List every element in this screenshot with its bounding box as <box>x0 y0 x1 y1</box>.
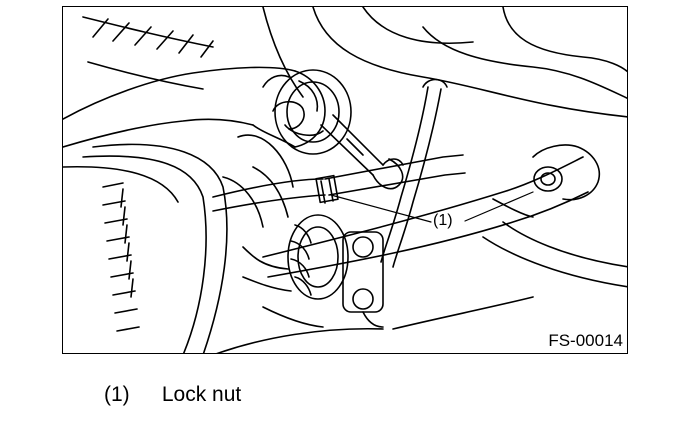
legend-item-lock-nut: (1) Lock nut <box>104 384 241 405</box>
lower-control-arm <box>262 144 627 288</box>
legend-number: (1) <box>104 383 130 406</box>
hand-with-wrench <box>63 66 326 148</box>
figure-code: FS-00014 <box>548 331 623 350</box>
stabilizer-link <box>342 231 384 328</box>
front-suspension-illustration <box>63 7 627 353</box>
wrench <box>320 114 404 190</box>
callout-leader-lines <box>330 191 534 223</box>
tie-rod <box>212 154 466 212</box>
stabilizer-bar <box>380 78 448 268</box>
tire <box>63 143 228 353</box>
callout-label-1: (1) <box>433 212 453 229</box>
lower-area <box>216 296 534 353</box>
legend-text: Lock nut <box>161 383 242 406</box>
upper-body-structure <box>262 7 627 118</box>
drive-shaft-boot <box>242 214 349 300</box>
tire-tread-top <box>82 16 214 90</box>
knuckle-and-hub <box>222 69 352 228</box>
illustration-frame: (1) FS-00014 <box>62 6 628 354</box>
